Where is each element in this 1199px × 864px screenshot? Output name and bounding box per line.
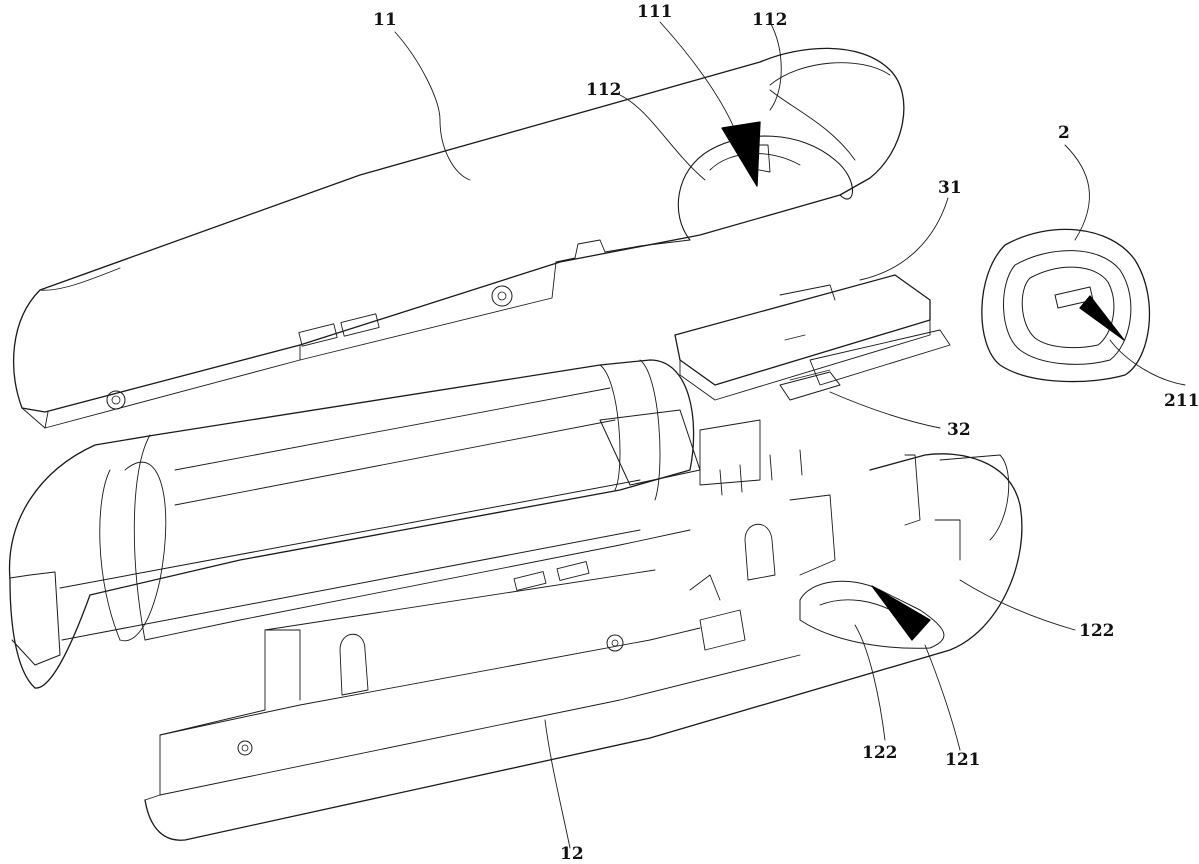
label-11: 11 — [373, 10, 397, 30]
label-12: 12 — [560, 844, 584, 864]
label-122-right: 122 — [1079, 621, 1115, 641]
label-111: 111 — [637, 2, 673, 22]
label-122-bottom: 122 — [862, 743, 898, 763]
label-121: 121 — [945, 750, 981, 770]
battery-chassis — [8, 359, 701, 689]
upper-housing-11 — [13, 47, 905, 429]
arrow-121 — [871, 585, 931, 641]
direction-arrows — [721, 121, 1125, 641]
label-32: 32 — [947, 420, 971, 440]
arrow-211 — [1079, 295, 1125, 341]
label-112-left: 112 — [586, 80, 622, 100]
label-2: 2 — [1058, 123, 1070, 143]
connector-32 — [779, 369, 841, 401]
label-112-top: 112 — [752, 10, 788, 30]
lower-housing-12 — [144, 453, 1023, 841]
circuit-board-31 — [674, 274, 951, 496]
end-cap-2 — [981, 228, 1151, 383]
arrow-111 — [721, 121, 761, 187]
leader-lines — [394, 21, 1186, 849]
label-31: 31 — [938, 178, 962, 198]
label-211: 211 — [1164, 391, 1199, 411]
